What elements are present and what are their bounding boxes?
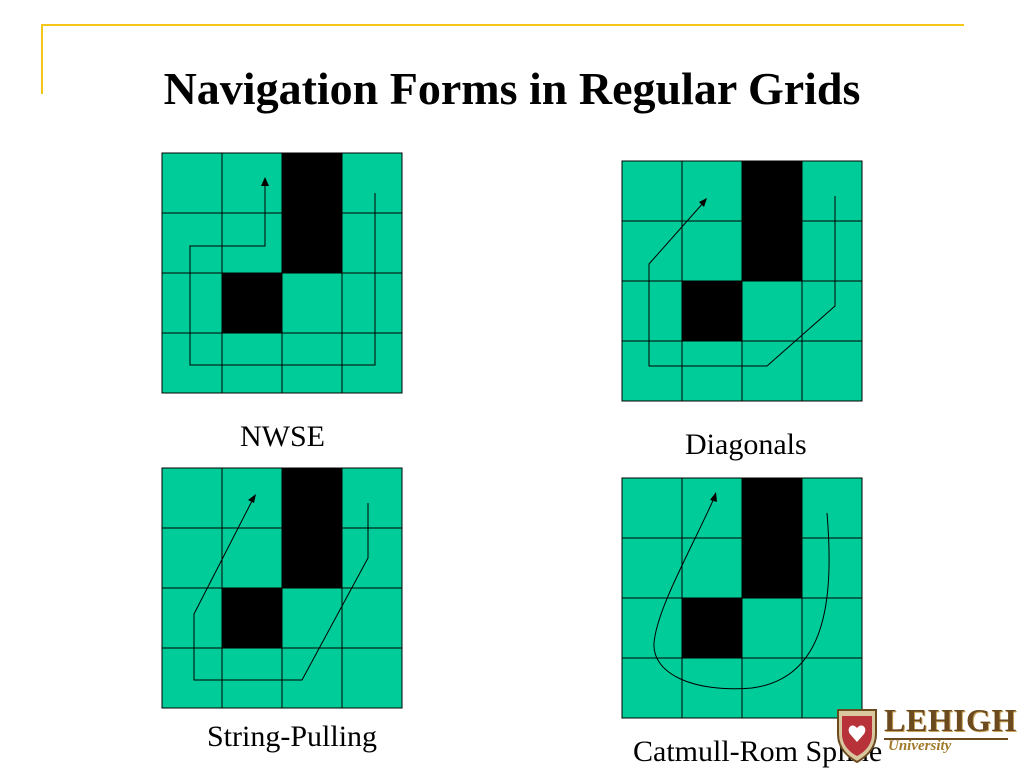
free-cell [801,340,863,402]
blocked-cell [281,527,343,589]
free-cell [801,280,863,342]
free-cell [621,537,683,599]
blocked-cell [221,587,283,649]
free-cell [621,280,683,342]
free-cell [801,160,863,222]
free-cell [161,152,223,214]
slide-title: Navigation Forms in Regular Grids [163,63,861,114]
grid-string-pulling [161,467,403,709]
grid-cells [161,467,403,709]
free-cell [801,657,863,719]
free-cell [621,340,683,402]
blocked-cell [681,280,743,342]
free-cell [341,152,403,214]
free-cell [341,587,403,649]
free-cell [161,527,223,589]
free-cell [221,332,283,394]
grid-diagonals [621,160,863,402]
free-cell [281,647,343,709]
top-frame-rule [41,24,964,26]
blocked-cell [741,220,803,282]
logo-rule [884,738,1008,740]
free-cell [341,332,403,394]
free-cell [681,477,743,539]
free-cell [621,220,683,282]
free-cell [221,152,283,214]
free-cell [801,220,863,282]
free-cell [681,340,743,402]
grid-cells [621,477,863,719]
free-cell [221,212,283,274]
path-nwse [189,181,376,366]
grid-cells [621,160,863,402]
free-cell [161,467,223,529]
free-cell [741,340,803,402]
free-cell [161,332,223,394]
arrowhead [710,492,717,502]
free-cell [221,527,283,589]
free-cell [621,477,683,539]
free-cell [161,212,223,274]
arrowhead [699,198,707,207]
logo-wordmark: LEHIGH [884,702,1017,738]
free-cell [281,272,343,334]
path-diagonals [648,196,836,367]
blocked-cell [281,467,343,529]
free-cell [621,597,683,659]
blocked-cell [741,477,803,539]
caption-string-pulling: String-Pulling [207,720,378,753]
arrowhead [248,494,256,503]
free-cell [341,467,403,529]
logo-subtitle: University [888,738,952,754]
blocked-cell [281,152,343,214]
free-cell [621,160,683,222]
blocked-cell [681,597,743,659]
arrowhead [261,177,269,186]
caption-diagonals: Diagonals [685,428,807,461]
free-cell [801,537,863,599]
free-cell [341,647,403,709]
free-cell [621,657,683,719]
free-cell [161,272,223,334]
free-cell [221,647,283,709]
path-string-pulling [193,498,369,681]
free-cell [161,647,223,709]
free-cell [681,160,743,222]
free-cell [681,220,743,282]
grid-nwse [161,152,403,394]
free-cell [681,537,743,599]
path-catmull-rom [653,495,830,690]
free-cell [161,587,223,649]
free-cell [341,527,403,589]
grid-catmull-rom [621,477,863,719]
free-cell [281,587,343,649]
free-cell [801,477,863,539]
blocked-cell [281,212,343,274]
free-cell [341,212,403,274]
lehigh-logo: LEHIGH University [834,700,1017,768]
grid-cells [161,152,403,394]
blocked-cell [221,272,283,334]
free-cell [341,272,403,334]
left-frame-rule [41,24,43,94]
free-cell [741,280,803,342]
shield-icon [837,709,877,764]
free-cell [741,597,803,659]
free-cell [281,332,343,394]
caption-nwse: NWSE [240,420,325,453]
blocked-cell [741,160,803,222]
blocked-cell [741,537,803,599]
